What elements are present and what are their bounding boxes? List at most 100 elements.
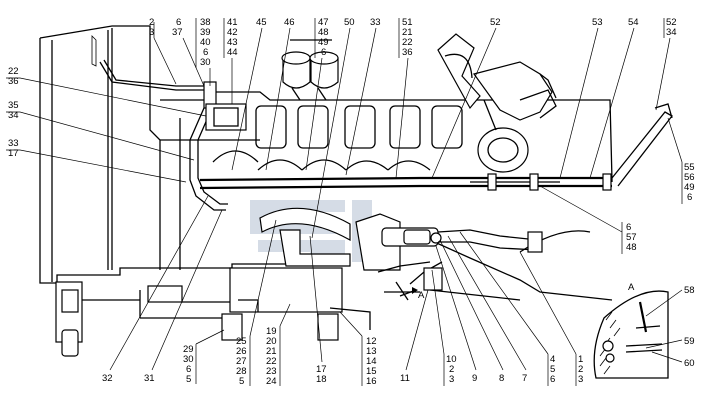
callout-1-2-3: 1 2 3	[519, 251, 583, 386]
callout-line: 47	[318, 17, 329, 28]
sensor-bracket-a	[384, 267, 443, 301]
callout-line: 6	[203, 47, 208, 58]
callout-line: 6	[550, 374, 555, 385]
detail-view-title: A	[628, 282, 635, 293]
callout-line: 22	[402, 37, 413, 48]
callout-line: 59	[684, 336, 695, 347]
callout-line: 16	[366, 376, 377, 387]
callout-line: 53	[592, 17, 603, 28]
callout-line: 21	[266, 346, 277, 357]
callout-17-18: 17 18	[309, 235, 327, 385]
callout-line: 39	[200, 27, 211, 38]
callout-line: 22	[266, 356, 277, 367]
fuel-filter-assembly	[259, 207, 442, 271]
pump-bracket	[55, 281, 222, 357]
callout-line: 33	[8, 138, 19, 149]
callout-line: 60	[684, 358, 695, 369]
callout-line: 36	[402, 47, 413, 58]
callout-50: 50	[311, 17, 355, 239]
callout-41-42-43-44: 41 42 43 44	[223, 17, 238, 104]
callout-line: 27	[236, 356, 247, 367]
detail-view-a-labels: A 58 59 60	[628, 282, 695, 369]
callout-51-21-22-36: 51 21 22 36	[395, 17, 413, 179]
callout-line: 13	[366, 346, 377, 357]
callout-line: 3	[449, 374, 454, 385]
callout-line: 50	[344, 17, 355, 28]
callout-line: 10	[446, 354, 457, 365]
callout-line: 40	[200, 37, 211, 48]
callout-line: 2	[578, 364, 583, 375]
callout-33-top: 33	[345, 17, 381, 176]
callout-line: 52	[666, 17, 677, 28]
callout-line: 12	[366, 336, 377, 347]
callout-line: 17	[8, 148, 19, 159]
callout-line: 17	[316, 364, 327, 375]
callout-line: 48	[318, 27, 329, 38]
callout-line: 43	[227, 37, 238, 48]
callout-6-57-48: 6 57 48	[539, 185, 637, 254]
callout-line: 5	[550, 364, 555, 375]
callout-4-5-6: 4 5 6	[459, 231, 555, 386]
air-filter-cans	[281, 39, 339, 101]
callout-line: 15	[366, 366, 377, 377]
fuel-tank-block	[147, 267, 371, 341]
callout-line: 8	[499, 373, 504, 384]
view-a-arrow: A	[399, 287, 425, 301]
callout-line: 4	[550, 354, 555, 365]
callout-line: 20	[266, 336, 277, 347]
callout-8: 8	[439, 239, 504, 384]
turbocharger	[437, 33, 557, 173]
callout-line: 33	[370, 17, 381, 28]
callout-line: 26	[236, 346, 247, 357]
callout-line: 3	[149, 27, 154, 38]
callout-line: 57	[626, 232, 637, 243]
callout-line: 5	[186, 374, 191, 385]
callout-line: 23	[266, 366, 277, 377]
callout-31: 31	[144, 209, 223, 384]
callout-46: 46	[265, 17, 295, 171]
callout-10-2-3: 10 2 3	[431, 269, 457, 386]
callout-line: 48	[626, 242, 637, 253]
callout-line: 6	[626, 222, 631, 233]
callout-line: 49	[318, 37, 329, 48]
callout-line: 54	[628, 17, 639, 28]
callout-line: 28	[236, 366, 247, 377]
callout-6-37: 6 37	[172, 17, 205, 87]
callout-line: 35	[8, 100, 19, 111]
callout-line: 3	[578, 374, 583, 385]
callout-line: 25	[236, 336, 247, 347]
callout-line: 6	[687, 192, 692, 203]
callout-47-48-49-6: 47 48 49 6	[305, 17, 329, 171]
callout-line: 34	[8, 110, 19, 121]
callout-45: 45	[231, 17, 267, 171]
callout-line: 58	[684, 285, 695, 296]
callout-line: 32	[102, 373, 113, 384]
callout-line: 45	[256, 17, 267, 28]
callout-55-56-49-6: 55 56 49 6	[667, 117, 695, 204]
callout-line: 52	[490, 17, 501, 28]
callout-line: 34	[666, 27, 677, 38]
callout-line: 14	[366, 356, 377, 367]
callout-7: 7	[447, 235, 527, 384]
callout-line: 30	[200, 57, 211, 68]
callout-line: 31	[144, 373, 155, 384]
callout-33-17: 33 17	[6, 138, 187, 183]
callout-19-24: 19 20 21 22 23 24	[266, 303, 291, 387]
callout-22-36: 22 36	[6, 66, 207, 117]
callout-line: 46	[284, 17, 295, 28]
callout-line: 18	[316, 374, 327, 385]
callout-line: 41	[227, 17, 238, 28]
callout-line: 55	[684, 162, 695, 173]
callout-line: 7	[522, 373, 527, 384]
callout-line: 44	[227, 47, 238, 58]
callout-line: 29	[183, 344, 194, 355]
callout-line: 6	[321, 47, 326, 58]
callout-52: 52	[431, 17, 501, 179]
main-fuel-pipe	[199, 103, 673, 191]
callout-12-16: 12 13 14 15 16	[339, 311, 377, 387]
callout-line: 42	[227, 27, 238, 38]
callout-line: 56	[684, 172, 695, 183]
callout-line: 22	[8, 66, 19, 77]
callout-line: 51	[402, 17, 413, 28]
